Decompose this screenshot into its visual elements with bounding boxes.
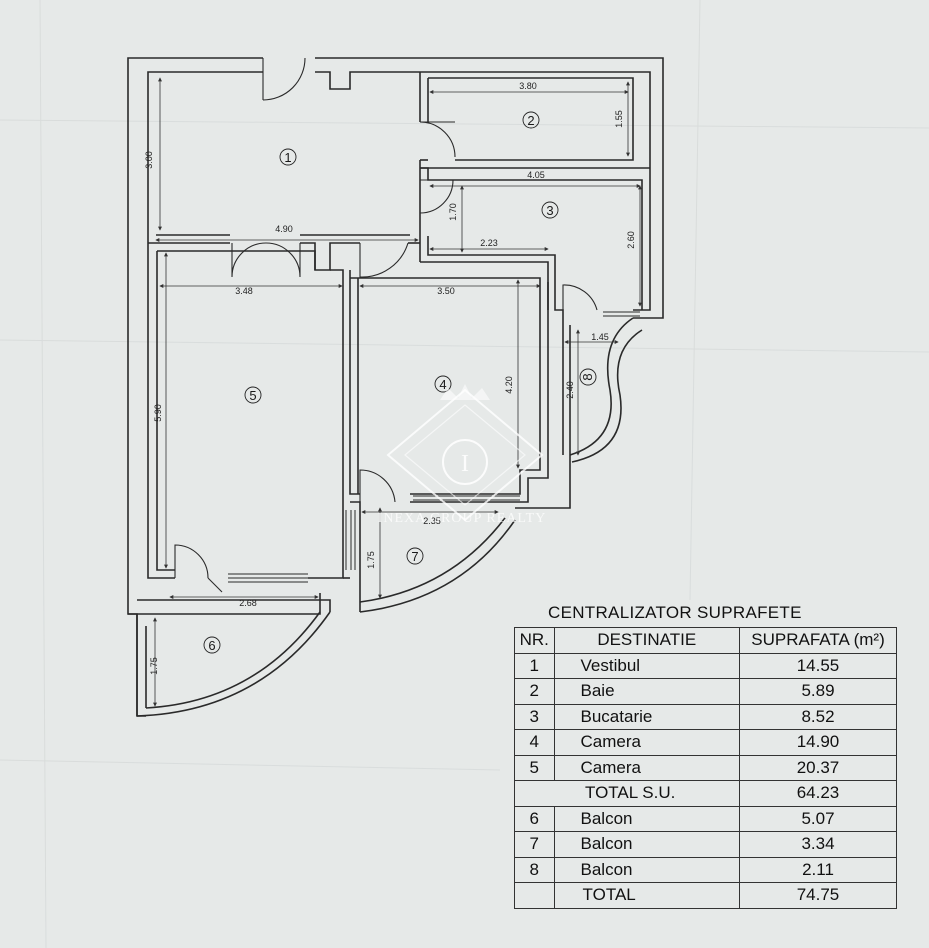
- row-nr: 3: [514, 703, 555, 730]
- total-value: 74.75: [739, 882, 897, 909]
- total-nr-empty: [514, 882, 555, 909]
- row-surface: 2.11: [739, 856, 897, 883]
- room-number: 7: [411, 549, 418, 564]
- row-nr: 5: [514, 754, 555, 781]
- dim-label: 1.45: [591, 332, 609, 342]
- table-row: 3 Bucatarie 8.52: [514, 703, 897, 730]
- dimension-lines: [153, 77, 642, 707]
- dim-label: 5.90: [153, 404, 163, 422]
- dim-label: 1.70: [448, 203, 458, 221]
- dim-label: 1.75: [149, 657, 159, 675]
- row-surface: 5.89: [739, 678, 897, 705]
- row-surface: 3.34: [739, 831, 897, 858]
- dim-label: 3.80: [519, 81, 537, 91]
- svg-text:I: I: [461, 451, 469, 477]
- total-row: TOTAL 74.75: [514, 882, 897, 909]
- dim-label: 2.35: [423, 516, 441, 526]
- surface-summary-table: NR. DESTINATIE SUPRAFATA (m²) 1 Vestibul…: [514, 627, 897, 909]
- row-surface: 8.52: [739, 703, 897, 730]
- watermark-text: INEXA GROUP REALTY: [378, 511, 547, 526]
- header-destination: DESTINATIE: [553, 627, 741, 654]
- total-label: TOTAL: [553, 882, 741, 909]
- dim-label: 4.90: [275, 224, 293, 234]
- row-destination: Balcon: [553, 856, 741, 883]
- subtotal-row: TOTAL S.U. 64.23: [514, 780, 897, 807]
- subtotal-value: 64.23: [739, 780, 897, 807]
- header-surface: SUPRAFATA (m²): [739, 627, 897, 654]
- watermark-logo: I: [386, 384, 544, 522]
- dim-label: 2.23: [480, 238, 498, 248]
- row-destination: Bucatarie: [553, 703, 741, 730]
- table-row: 5 Camera 20.37: [514, 754, 897, 781]
- room-number: 4: [439, 377, 446, 392]
- dim-label: 4.20: [504, 376, 514, 394]
- table-row: 2 Baie 5.89: [514, 678, 897, 705]
- table-row: 6 Balcon 5.07: [514, 805, 897, 832]
- dim-label: 1.55: [614, 110, 624, 128]
- dimension-labels: 3.00 3.80 1.55 4.05 1.70 2.23 2.60 4.90 …: [144, 81, 636, 675]
- dim-label: 2.68: [239, 598, 257, 608]
- table-title: CENTRALIZATOR SUPRAFETE: [548, 603, 802, 622]
- table-row: 4 Camera 14.90: [514, 729, 897, 756]
- row-destination: Baie: [553, 678, 741, 705]
- room-number: 3: [546, 203, 553, 218]
- table-row: 8 Balcon 2.11: [514, 856, 897, 883]
- row-nr: 4: [514, 729, 555, 756]
- room-number: 1: [284, 150, 291, 165]
- dim-label: 3.00: [144, 151, 154, 169]
- row-destination: Balcon: [553, 805, 741, 832]
- room-number: 2: [527, 113, 534, 128]
- room-number: 5: [249, 388, 256, 403]
- row-nr: 7: [514, 831, 555, 858]
- dim-label: 2.40: [565, 381, 575, 399]
- row-nr: 2: [514, 678, 555, 705]
- room-markers: [203, 111, 597, 654]
- row-surface: 20.37: [739, 754, 897, 781]
- row-surface: 5.07: [739, 805, 897, 832]
- room-numbers: 1 2 3 4 5 6 7 8: [208, 113, 595, 653]
- doors: [174, 57, 598, 593]
- row-destination: Vestibul: [553, 652, 741, 679]
- row-nr: 6: [514, 805, 555, 832]
- table-header-row: NR. DESTINATIE SUPRAFATA (m²): [514, 627, 897, 654]
- row-surface: 14.55: [739, 652, 897, 679]
- row-surface: 14.90: [739, 729, 897, 756]
- dim-label: 2.60: [626, 231, 636, 249]
- table-row: 7 Balcon 3.34: [514, 831, 897, 858]
- row-destination: Camera: [553, 754, 741, 781]
- room-number: 6: [208, 638, 215, 653]
- dim-label: 3.50: [437, 286, 455, 296]
- row-destination: Balcon: [553, 831, 741, 858]
- header-nr: NR.: [514, 627, 555, 654]
- row-nr: 8: [514, 856, 555, 883]
- room-number: 8: [580, 373, 595, 380]
- dim-label: 3.48: [235, 286, 253, 296]
- row-destination: Camera: [553, 729, 741, 756]
- row-nr: 1: [514, 652, 555, 679]
- dim-label: 1.75: [366, 551, 376, 569]
- dim-label: 4.05: [527, 170, 545, 180]
- table-row: 1 Vestibul 14.55: [514, 652, 897, 679]
- subtotal-label: TOTAL S.U.: [514, 780, 740, 807]
